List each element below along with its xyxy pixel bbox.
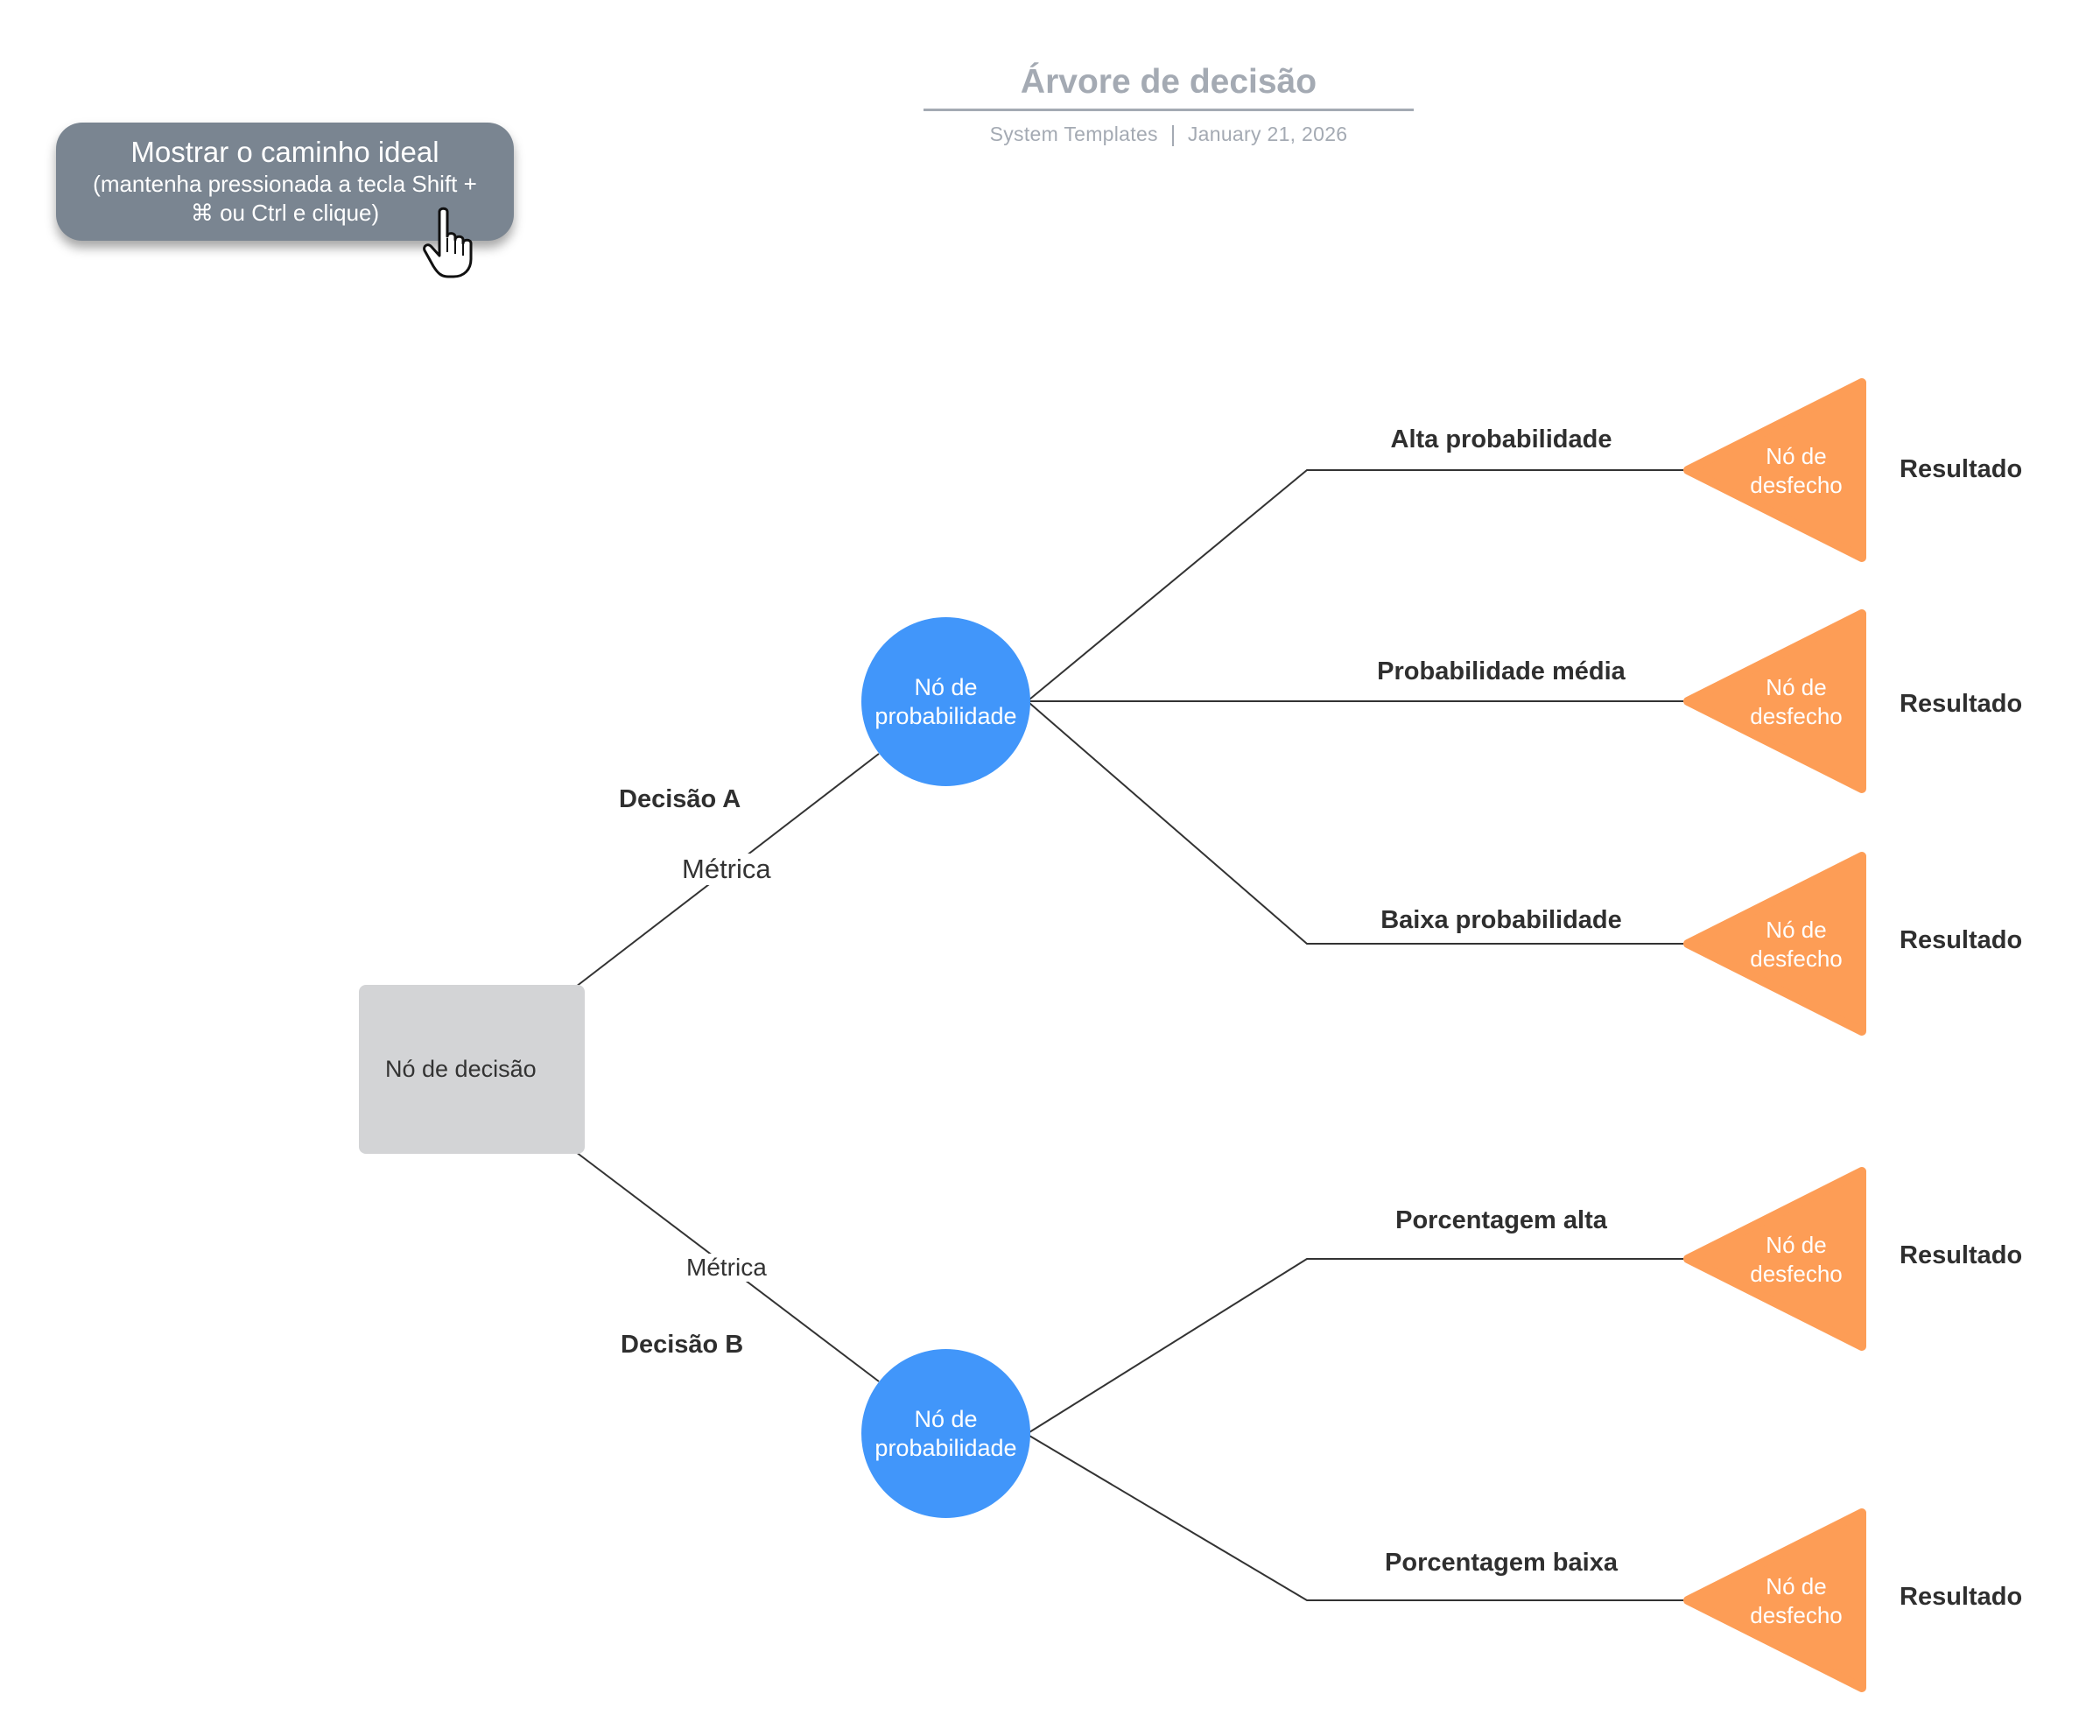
outcome-node-5-label-line2: desfecho [1750,1602,1843,1628]
outcome-node-4-label-line2: desfecho [1750,1261,1843,1287]
chance-node-b-label: Nó de probabilidade [874,1405,1017,1461]
page-subtitle: System Templates January 21, 2026 [924,123,1414,146]
chance-node-b: Nó de probabilidade [861,1349,1030,1518]
result-label-1: Resultado [1900,455,2023,483]
pointer-hand-icon [423,207,473,278]
decision-a-metric: Métrica [678,854,775,885]
outcome-node-5-label: Nó de desfecho [1726,1572,1866,1630]
outcome-node-1-label: Nó de desfecho [1726,442,1866,500]
decision-a-label: Decisão A [619,785,741,813]
outcome-node-2 [1683,609,1866,793]
page-title: Árvore de decisão [1020,63,1317,101]
outcome-node-3-label-line1: Nó de [1766,917,1827,943]
outcome-node-1 [1683,378,1866,562]
outcome-node-1-label-line2: desfecho [1750,472,1843,498]
title-underline [924,109,1414,111]
decision-node: Nó de decisão [359,985,585,1154]
branch-label-a-2: Probabilidade média [1377,657,1626,685]
branch-label-b-1: Porcentagem alta [1395,1206,1607,1234]
outcome-node-5-label-line1: Nó de [1766,1573,1827,1599]
result-label-4: Resultado [1900,1241,2023,1269]
branch-label-a-3: Baixa probabilidade [1380,906,1622,934]
decision-node-label: Nó de decisão [385,1056,537,1082]
branch-label-b-2: Porcentagem baixa [1385,1549,1618,1577]
subtitle-divider [1171,124,1174,146]
outcome-node-5 [1683,1508,1866,1692]
path-button-hint-line2: ⌘ ou Ctrl e clique) [190,200,380,226]
branch-label-a-1: Alta probabilidade [1390,425,1612,453]
template-source: System Templates [989,123,1158,145]
outcome-node-4 [1683,1167,1866,1351]
result-label-5: Resultado [1900,1583,2023,1611]
decision-b-metric: Métrica [683,1254,770,1282]
result-label-2: Resultado [1900,690,2023,718]
chance-node-a: Nó de probabilidade [861,617,1030,786]
outcome-node-3 [1683,852,1866,1036]
outcome-node-4-label-line1: Nó de [1766,1232,1827,1258]
connector-b-low [1029,1435,1683,1601]
outcome-node-2-label: Nó de desfecho [1726,673,1866,731]
decision-b-label: Decisão B [621,1331,744,1359]
outcome-node-4-label: Nó de desfecho [1726,1231,1866,1289]
connector-a-low [1029,702,1683,945]
path-button-hint-line1: (mantenha pressionada a tecla Shift + [93,171,477,197]
connector-a-high [1029,469,1683,700]
result-label-3: Resultado [1900,926,2023,954]
chance-node-a-label: Nó de probabilidade [874,673,1017,729]
path-button-label: Mostrar o caminho ideal [130,136,439,168]
connector-b-high [1029,1258,1683,1433]
outcome-node-3-label-line2: desfecho [1750,945,1843,972]
outcome-node-3-label: Nó de desfecho [1726,916,1866,973]
template-date: January 21, 2026 [1187,123,1348,145]
outcome-node-2-label-line2: desfecho [1750,703,1843,729]
outcome-node-2-label-line1: Nó de [1766,674,1827,700]
outcome-node-1-label-line1: Nó de [1766,443,1827,469]
show-ideal-path-button[interactable]: Mostrar o caminho ideal (mantenha pressi… [56,123,514,241]
